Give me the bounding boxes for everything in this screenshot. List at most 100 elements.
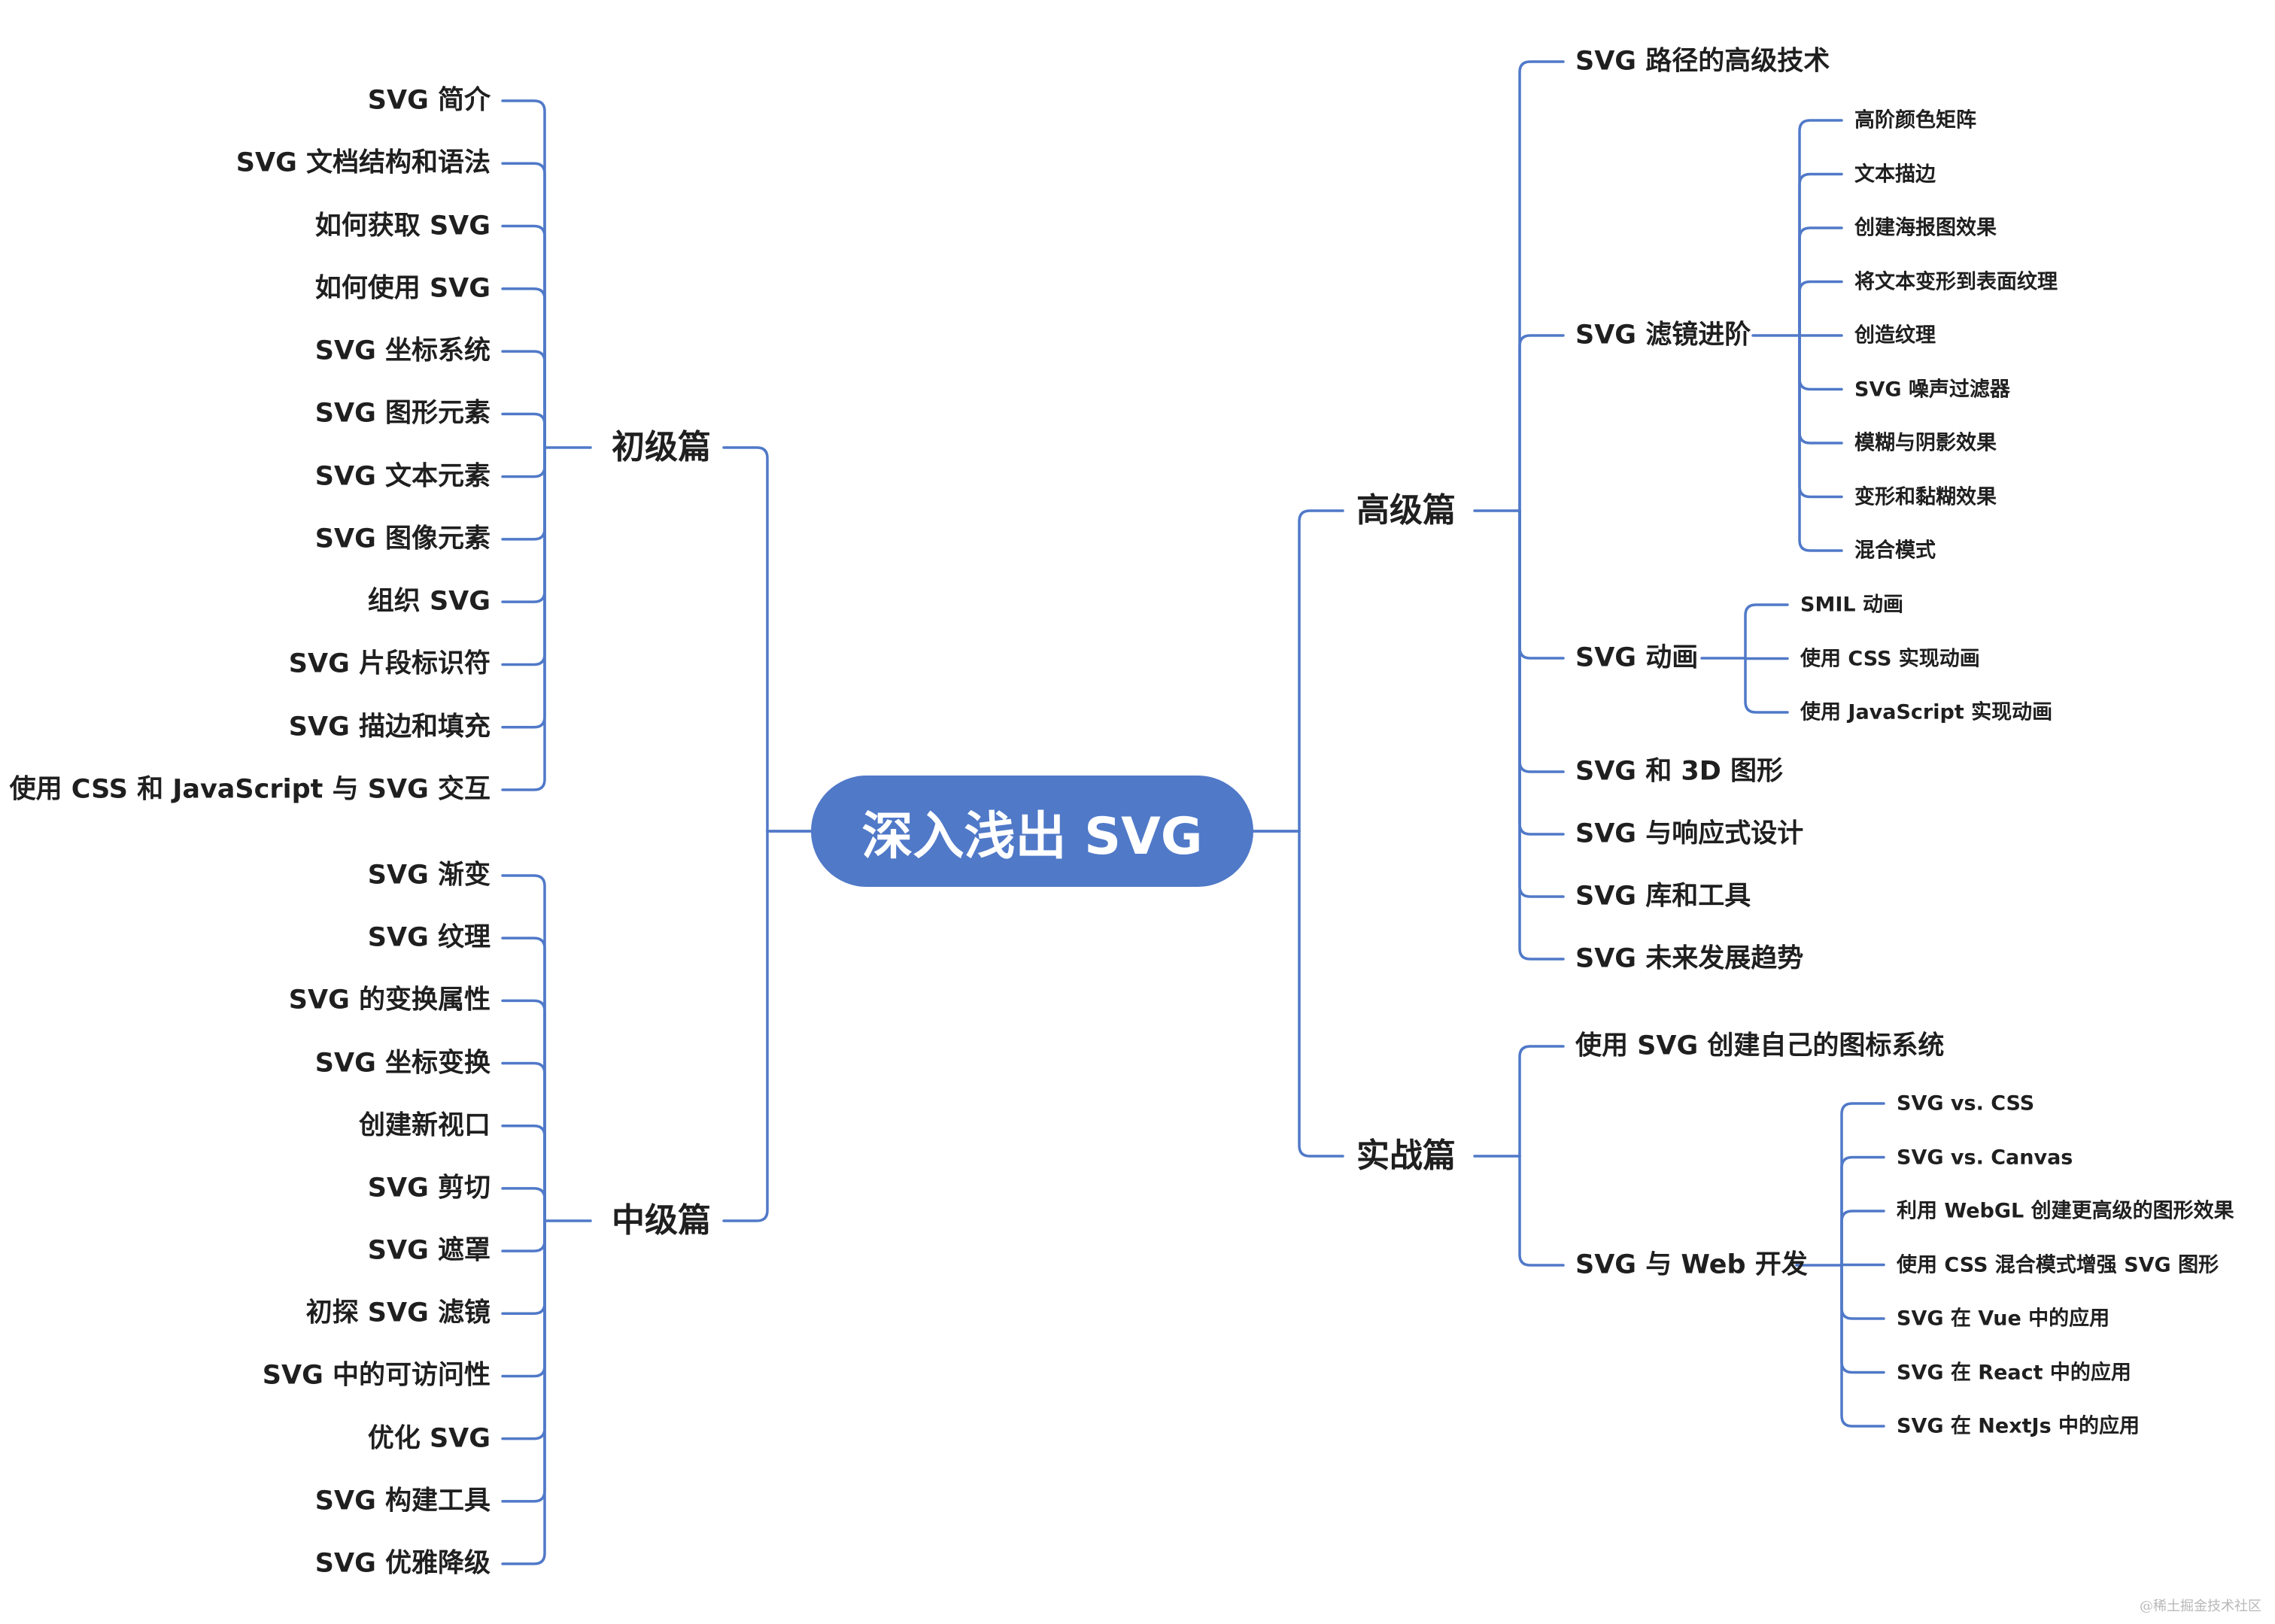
intermediate-item[interactable]: SVG 遮罩 xyxy=(367,1235,491,1266)
animation-item[interactable]: 使用 CSS 实现动画 xyxy=(1800,647,1980,670)
advanced-item[interactable]: SVG 未来发展趋势 xyxy=(1575,943,1804,974)
connector xyxy=(501,446,546,666)
connector xyxy=(1518,1045,1565,1158)
connector xyxy=(1518,509,1565,773)
connector xyxy=(1518,1155,1565,1267)
advanced-item[interactable]: SVG 和 3D 图形 xyxy=(1575,756,1783,787)
connector xyxy=(1744,657,1789,714)
beginner-item[interactable]: 组织 SVG xyxy=(367,586,491,617)
beginner-item[interactable]: SVG 文本元素 xyxy=(314,461,491,492)
connector xyxy=(501,1219,546,1565)
intermediate-item[interactable]: 初探 SVG 滤镜 xyxy=(305,1298,491,1328)
watermark: @稀土掘金技术社区 xyxy=(2140,1598,2261,1614)
beginner-item[interactable]: 使用 CSS 和 JavaScript 与 SVG 交互 xyxy=(9,774,491,805)
filter-item[interactable]: 模糊与阴影效果 xyxy=(1854,431,1997,455)
practice-item[interactable]: SVG 与 Web 开发 xyxy=(1575,1249,1808,1280)
connector xyxy=(501,874,546,1222)
advanced-item[interactable]: SVG 动画 xyxy=(1575,642,1699,673)
connector xyxy=(501,162,546,449)
connector xyxy=(1840,1155,1885,1267)
connector xyxy=(1798,119,1843,337)
beginner-item[interactable]: SVG 坐标系统 xyxy=(314,335,491,366)
filter-item[interactable]: 变形和黏糊效果 xyxy=(1854,485,1997,508)
intermediate-item[interactable]: SVG 坐标变换 xyxy=(314,1048,491,1079)
advanced-item[interactable]: SVG 滤镜进阶 xyxy=(1575,320,1751,351)
web-dev-item[interactable]: 利用 WebGL 创建更高级的图形效果 xyxy=(1897,1199,2234,1223)
beginner-item[interactable]: SVG 图像元素 xyxy=(314,524,491,554)
web-dev-item[interactable]: SVG 在 Vue 中的应用 xyxy=(1897,1307,2110,1331)
connector xyxy=(1798,334,1843,391)
connector xyxy=(501,224,546,449)
beginner-item[interactable]: SVG 图形元素 xyxy=(314,398,491,429)
connector xyxy=(1840,1264,1885,1428)
filter-item[interactable]: 创造纹理 xyxy=(1854,323,1936,348)
web-dev-item[interactable]: SVG 在 React 中的应用 xyxy=(1897,1361,2131,1384)
connector xyxy=(722,446,769,833)
connector xyxy=(501,1187,546,1222)
connector xyxy=(1798,226,1843,337)
connector xyxy=(1840,1264,1885,1320)
animation-item[interactable]: SMIL 动画 xyxy=(1800,593,1903,617)
connector xyxy=(1518,509,1565,961)
filter-item[interactable]: SVG 噪声过滤器 xyxy=(1854,378,2010,401)
practice-item[interactable]: 使用 SVG 创建自己的图标系统 xyxy=(1575,1031,1945,1061)
web-dev-item[interactable]: SVG 在 NextJs 中的应用 xyxy=(1897,1414,2140,1438)
intermediate-item[interactable]: SVG 纹理 xyxy=(367,922,491,953)
web-dev-item[interactable]: 使用 CSS 混合模式增强 SVG 图形 xyxy=(1897,1253,2219,1276)
beginner-item[interactable]: SVG 描边和填充 xyxy=(288,712,491,742)
connector xyxy=(1798,334,1843,552)
connector xyxy=(501,287,546,449)
intermediate-item[interactable]: SVG 中的可访问性 xyxy=(262,1360,491,1391)
branch-intermediate[interactable]: 中级篇 xyxy=(612,1201,711,1240)
beginner-item[interactable]: SVG 简介 xyxy=(367,85,491,116)
branch-advanced[interactable]: 高级篇 xyxy=(1356,491,1456,530)
connector xyxy=(1840,1102,1885,1267)
connector xyxy=(1518,509,1565,660)
intermediate-item[interactable]: SVG 的变换属性 xyxy=(288,985,491,1015)
connector xyxy=(501,412,546,449)
intermediate-item[interactable]: 优化 SVG xyxy=(367,1423,491,1454)
beginner-item[interactable]: 如何使用 SVG xyxy=(314,273,491,304)
root-node[interactable]: 深入浅出 SVG xyxy=(811,776,1253,887)
connector xyxy=(722,830,769,1222)
connector xyxy=(1298,830,1344,1158)
connector xyxy=(1518,509,1565,898)
filter-item[interactable]: 文本描边 xyxy=(1854,162,1936,186)
connector xyxy=(1798,280,1843,337)
connector xyxy=(501,99,546,449)
connector xyxy=(1518,509,1565,836)
intermediate-item[interactable]: SVG 剪切 xyxy=(367,1173,491,1204)
connector xyxy=(501,936,546,1222)
advanced-item[interactable]: SVG 与响应式设计 xyxy=(1575,818,1804,849)
intermediate-item[interactable]: 创建新视口 xyxy=(358,1110,491,1141)
connector xyxy=(501,350,546,449)
web-dev-item[interactable]: SVG vs. Canvas xyxy=(1897,1146,2073,1169)
beginner-item[interactable]: SVG 片段标识符 xyxy=(288,648,491,679)
connector xyxy=(501,1061,546,1222)
filter-item[interactable]: 高阶颜色矩阵 xyxy=(1854,108,1976,132)
connector xyxy=(1298,509,1344,833)
connector xyxy=(501,446,546,541)
intermediate-item[interactable]: SVG 渐变 xyxy=(367,860,491,891)
animation-item[interactable]: 使用 JavaScript 实现动画 xyxy=(1800,700,2053,724)
connector xyxy=(501,446,546,478)
branch-practice[interactable]: 实战篇 xyxy=(1356,1137,1456,1175)
beginner-item[interactable]: SVG 文档结构和语法 xyxy=(235,147,491,178)
filter-item[interactable]: 创建海报图效果 xyxy=(1854,216,1997,240)
filter-item[interactable]: 混合模式 xyxy=(1854,539,1936,563)
connector xyxy=(1840,1210,1885,1267)
connector xyxy=(1798,172,1843,337)
connector xyxy=(1744,603,1789,660)
intermediate-item[interactable]: SVG 优雅降级 xyxy=(314,1548,491,1579)
advanced-item[interactable]: SVG 库和工具 xyxy=(1575,881,1751,912)
connector xyxy=(501,446,546,729)
filter-item[interactable]: 将文本变形到表面纹理 xyxy=(1854,270,2058,293)
beginner-item[interactable]: 如何获取 SVG xyxy=(314,211,491,241)
intermediate-item[interactable]: SVG 构建工具 xyxy=(314,1486,491,1516)
branch-beginner[interactable]: 初级篇 xyxy=(612,428,711,466)
advanced-item[interactable]: SVG 路径的高级技术 xyxy=(1575,46,1830,77)
connector xyxy=(1518,60,1565,512)
web-dev-item[interactable]: SVG vs. CSS xyxy=(1897,1091,2035,1116)
